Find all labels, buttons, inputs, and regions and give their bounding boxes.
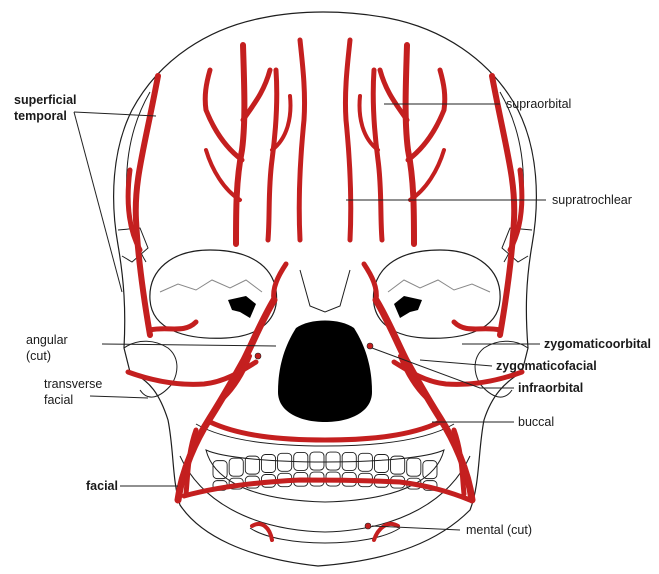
- label-zygomaticoorbital: zygomaticoorbital: [544, 337, 651, 351]
- label-supraorbital: supraorbital: [506, 97, 571, 111]
- leader-transverse-facial: [90, 396, 148, 398]
- tooth-upper: [278, 453, 292, 471]
- label-superficial-temporal-2: temporal: [14, 109, 67, 123]
- tooth-upper: [423, 461, 437, 479]
- label-supratrochlear: supratrochlear: [552, 193, 632, 207]
- label-transverse-facial-1: transverse: [44, 377, 102, 391]
- tooth-upper: [407, 458, 421, 476]
- tooth-upper: [229, 458, 243, 476]
- tooth-upper: [261, 455, 275, 473]
- label-transverse-facial-2: facial: [44, 393, 73, 407]
- tooth-upper: [326, 452, 340, 470]
- tooth-upper: [358, 453, 372, 471]
- tooth-upper: [213, 461, 227, 479]
- tooth-upper: [310, 452, 324, 470]
- label-facial: facial: [86, 479, 118, 493]
- label-buccal: buccal: [518, 415, 554, 429]
- label-zygomaticofacial: zygomaticofacial: [496, 359, 597, 373]
- label-angular-1: angular: [26, 333, 68, 347]
- tooth-upper: [374, 455, 388, 473]
- nasal-cavity: [278, 321, 372, 423]
- foramen-infraorbital-left[interactable]: [255, 353, 261, 359]
- label-mental: mental (cut): [466, 523, 532, 537]
- label-angular-2: (cut): [26, 349, 51, 363]
- skull-drawing: [114, 12, 537, 566]
- label-superficial-temporal-1: superficial: [14, 93, 77, 107]
- label-infraorbital: infraorbital: [518, 381, 583, 395]
- foramen-mental-right[interactable]: [365, 523, 371, 529]
